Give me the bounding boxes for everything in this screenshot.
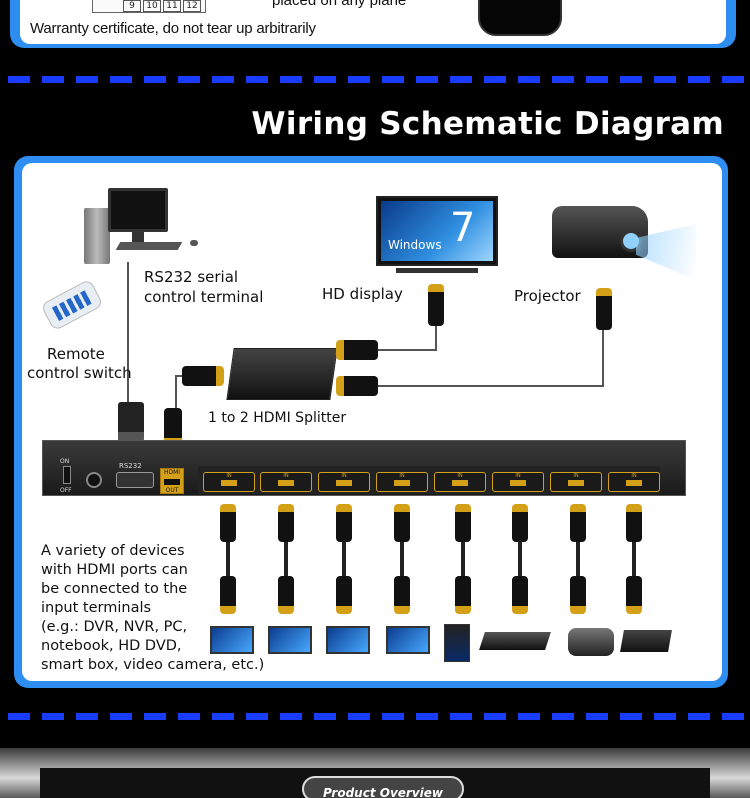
- hd-display-label: HD display: [322, 285, 403, 303]
- hdmi-input-port: IN: [608, 472, 660, 492]
- hdmi-input-port: IN: [492, 472, 544, 492]
- pc-tower-icon: [444, 624, 470, 662]
- hdmi-plug-icon: [512, 576, 528, 614]
- remote-label-line2: control switch: [27, 364, 132, 382]
- mouse-icon: [190, 240, 198, 246]
- monitor-icon: [108, 188, 168, 232]
- laptop-icon: [386, 626, 430, 654]
- laptop-icon: [326, 626, 370, 654]
- warranty-text: Warranty certificate, do not tear up arb…: [30, 20, 316, 37]
- hdmi-input-label: IN: [341, 473, 347, 479]
- cert-cell: 9: [123, 0, 141, 12]
- devices-description: A variety of devices with HDMI ports can…: [41, 543, 265, 673]
- hdmi-plug-icon: [626, 504, 642, 542]
- splitter-label: 1 to 2 HDMI Splitter: [208, 410, 347, 426]
- hdmi-cable: [632, 542, 636, 576]
- power-on-label: ON: [60, 458, 70, 465]
- hdmi-splitter-icon: [226, 348, 338, 400]
- hdmi-input-port: IN: [376, 472, 428, 492]
- warranty-certificate-image: 9 10 11 12: [92, 0, 206, 13]
- video-camera-icon: [568, 628, 614, 656]
- windows-word: Windows: [388, 238, 442, 252]
- hdmi-plug-icon: [570, 504, 586, 542]
- tv-stand-icon: [396, 268, 478, 273]
- keyboard-icon: [115, 242, 183, 250]
- hdmi-plug-icon: [278, 576, 294, 614]
- device-bottom-image: [478, 0, 562, 36]
- hdmi-plug-icon: [394, 576, 410, 614]
- rs232-port-label: RS232: [119, 462, 142, 470]
- hdmi-cable: [284, 542, 288, 576]
- projector-label: Projector: [514, 287, 581, 305]
- cert-cell: 12: [183, 0, 201, 12]
- hdmi-input-port: IN: [550, 472, 602, 492]
- product-overview-badge: Product Overview: [302, 776, 464, 798]
- cert-cell: 10: [143, 0, 161, 12]
- dvd-player-icon: [479, 632, 551, 650]
- hdmi-plug-icon: [596, 288, 612, 330]
- placed-text: placed on any plane: [272, 0, 407, 9]
- hdmi-plug-icon: [220, 504, 236, 542]
- hdmi-input-label: IN: [515, 473, 521, 479]
- rs232-plug-icon: [118, 402, 144, 442]
- dc-jack-icon: [86, 472, 102, 488]
- hdmi-input-port: IN: [434, 472, 486, 492]
- windows-number: 7: [450, 205, 476, 251]
- hdmi-input-label: IN: [226, 473, 232, 479]
- hdmi-out-port: HDMI OUT: [160, 468, 184, 494]
- section-heading: Wiring Schematic Diagram: [251, 106, 724, 142]
- hdmi-input-label: IN: [399, 473, 405, 479]
- power-off-label: OFF: [60, 487, 72, 494]
- hdmi-plug-icon: [512, 504, 528, 542]
- tv-icon: Windows 7: [376, 196, 498, 266]
- hdmi-plug-icon: [626, 576, 642, 614]
- cert-cell: 11: [163, 0, 181, 12]
- rs232-port-icon: [116, 472, 154, 488]
- hdmi-input-port: IN: [260, 472, 312, 492]
- hdmi-cable: [576, 542, 580, 576]
- hdmi-plug-icon: [455, 504, 471, 542]
- hdmi-plug-icon: [336, 576, 352, 614]
- hdmi-plug-icon: [278, 504, 294, 542]
- hdmi-input-label: IN: [631, 473, 637, 479]
- hdmi-cable: [400, 542, 404, 576]
- dashed-divider: [0, 713, 750, 720]
- hdmi-plug-icon: [182, 366, 224, 386]
- hdmi-plug-icon: [336, 504, 352, 542]
- set-top-box-icon: [620, 630, 672, 652]
- laptop-icon: [210, 626, 254, 654]
- hdmi-input-port: IN: [318, 472, 370, 492]
- hdmi-input-port: IN: [203, 472, 255, 492]
- hdmi-plug-icon: [220, 576, 236, 614]
- laptop-icon: [268, 626, 312, 654]
- pc-tower-icon: [84, 208, 110, 264]
- hdmi-cable: [518, 542, 522, 576]
- power-switch-icon: [63, 466, 71, 484]
- hdmi-cable: [226, 542, 230, 576]
- hdmi-plug-icon: [428, 284, 444, 326]
- rs232-label-line1: RS232 serial: [144, 268, 239, 286]
- hdmi-cable: [461, 542, 465, 576]
- rs232-label-line2: control terminal: [144, 288, 264, 306]
- hdmi-cable: [342, 542, 346, 576]
- hdmi-plug-icon: [336, 340, 378, 360]
- remote-label-line1: Remote: [47, 345, 105, 363]
- monitor-stand-icon: [132, 232, 144, 242]
- dashed-divider: [0, 76, 750, 83]
- hdmi-plug-icon: [570, 576, 586, 614]
- hdmi-input-label: IN: [283, 473, 289, 479]
- hdmi-plug-icon: [336, 376, 378, 396]
- hdmi-plug-icon: [394, 504, 410, 542]
- hdmi-plug-icon: [455, 576, 471, 614]
- hdmi-input-label: IN: [573, 473, 579, 479]
- hdmi-input-label: IN: [457, 473, 463, 479]
